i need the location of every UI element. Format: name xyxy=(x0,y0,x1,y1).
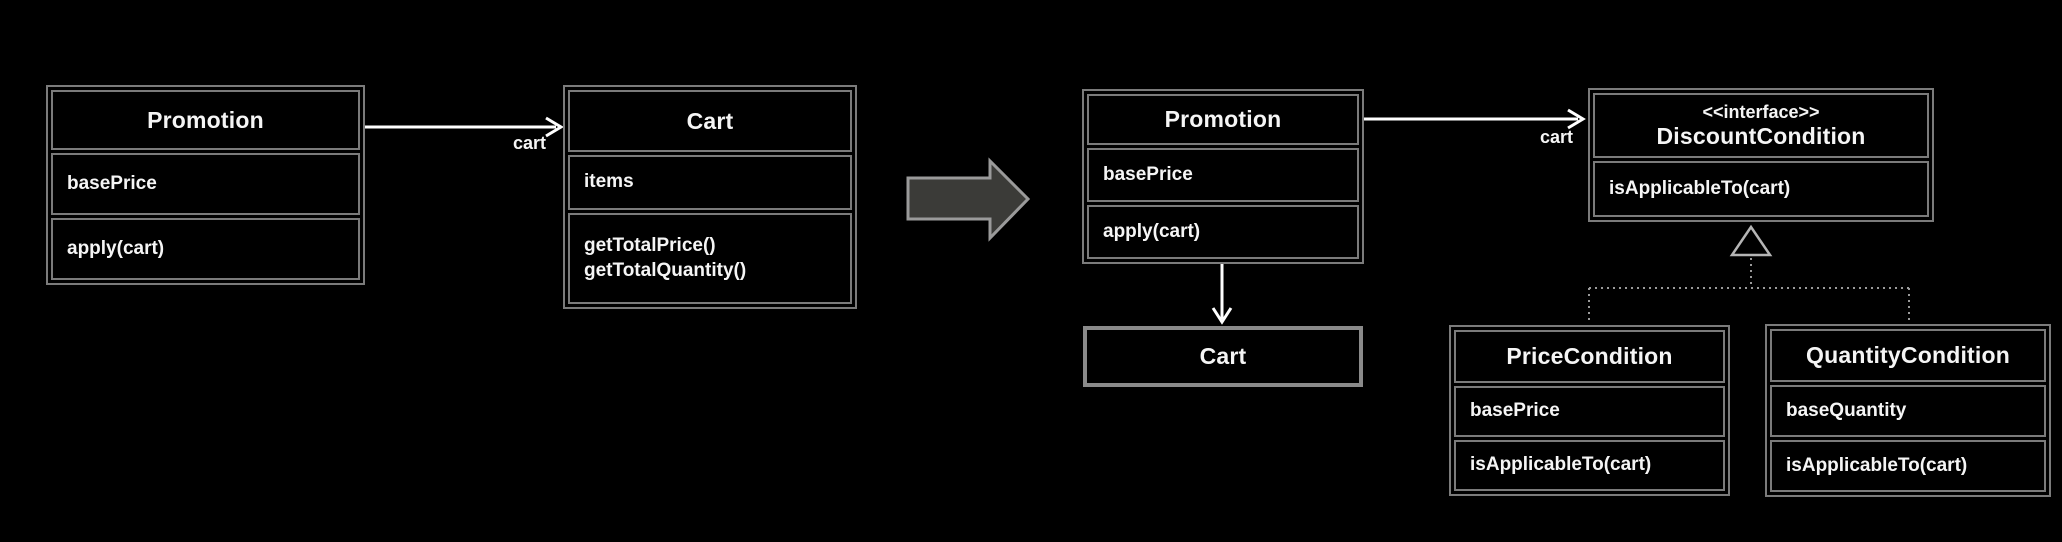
class-attributes-compartment: items xyxy=(568,155,852,210)
class-attributes-compartment: baseQuantity xyxy=(1770,385,2046,437)
class-title-compartment: Cart xyxy=(568,90,852,152)
class-box-quantity-condition: QuantityCondition baseQuantity isApplica… xyxy=(1765,324,2051,497)
class-box-price-condition: PriceCondition basePrice isApplicableTo(… xyxy=(1449,325,1730,496)
class-box-promotion-before: Promotion basePrice apply(cart) xyxy=(46,85,365,285)
class-method: getTotalPrice() xyxy=(584,234,716,256)
class-attributes-compartment: basePrice xyxy=(1087,148,1359,202)
class-method: isApplicableTo(cart) xyxy=(1609,177,1791,199)
arrowhead-icon xyxy=(1567,108,1586,130)
interface-box-discount-condition: <<interface>> DiscountCondition isApplic… xyxy=(1588,88,1934,222)
class-box-cart-after: Cart xyxy=(1083,326,1363,387)
class-attribute: basePrice xyxy=(1103,163,1193,185)
realization-triangle-icon xyxy=(1729,224,1773,257)
class-title: PriceCondition xyxy=(1506,343,1673,370)
class-attribute: basePrice xyxy=(67,172,157,194)
arrowhead-icon xyxy=(545,116,564,138)
association-label-cart-before: cart xyxy=(512,133,546,153)
dependency-arrow-promotion-cart xyxy=(1211,264,1233,325)
class-methods-compartment: apply(cart) xyxy=(1087,205,1359,259)
class-box-promotion-after: Promotion basePrice apply(cart) xyxy=(1082,89,1364,264)
realization-dashed-lines xyxy=(1588,258,1910,323)
class-method: isApplicableTo(cart) xyxy=(1786,454,1968,476)
class-title: Promotion xyxy=(147,106,264,133)
class-title: Promotion xyxy=(1164,106,1282,133)
class-title-compartment: Promotion xyxy=(51,90,360,150)
class-methods-compartment: getTotalPrice() getTotalQuantity() xyxy=(568,213,852,304)
interface-stereotype: <<interface>> xyxy=(1702,101,1820,122)
class-title-compartment: PriceCondition xyxy=(1454,330,1725,383)
interface-title-compartment: <<interface>> DiscountCondition xyxy=(1593,93,1929,158)
class-methods-compartment: apply(cart) xyxy=(51,218,360,280)
class-method: apply(cart) xyxy=(67,237,165,259)
class-attribute: baseQuantity xyxy=(1786,399,1907,421)
class-methods-compartment: isApplicableTo(cart) xyxy=(1770,440,2046,492)
transform-arrow-icon xyxy=(906,157,1031,242)
class-method: getTotalQuantity() xyxy=(584,259,747,281)
class-title: QuantityCondition xyxy=(1806,342,2010,369)
class-title-compartment: Promotion xyxy=(1087,94,1359,145)
class-attribute: basePrice xyxy=(1470,400,1560,422)
association-arrow-after xyxy=(1364,108,1586,130)
class-title: Cart xyxy=(686,107,734,134)
arrowhead-icon xyxy=(1211,307,1233,325)
class-title: DiscountCondition xyxy=(1656,122,1866,149)
association-label-cart-after: cart xyxy=(1539,127,1573,147)
realization-connector xyxy=(1588,224,1910,323)
class-attributes-compartment: basePrice xyxy=(51,153,360,215)
class-method: isApplicableTo(cart) xyxy=(1470,454,1652,476)
class-methods-compartment: isApplicableTo(cart) xyxy=(1593,161,1929,217)
class-title-compartment: QuantityCondition xyxy=(1770,329,2046,382)
class-methods-compartment: isApplicableTo(cart) xyxy=(1454,440,1725,491)
class-attributes-compartment: basePrice xyxy=(1454,386,1725,437)
class-title: Cart xyxy=(1199,343,1247,370)
class-attribute: items xyxy=(584,171,634,193)
class-box-cart-before: Cart items getTotalPrice() getTotalQuant… xyxy=(563,85,857,309)
class-method: apply(cart) xyxy=(1103,220,1201,242)
